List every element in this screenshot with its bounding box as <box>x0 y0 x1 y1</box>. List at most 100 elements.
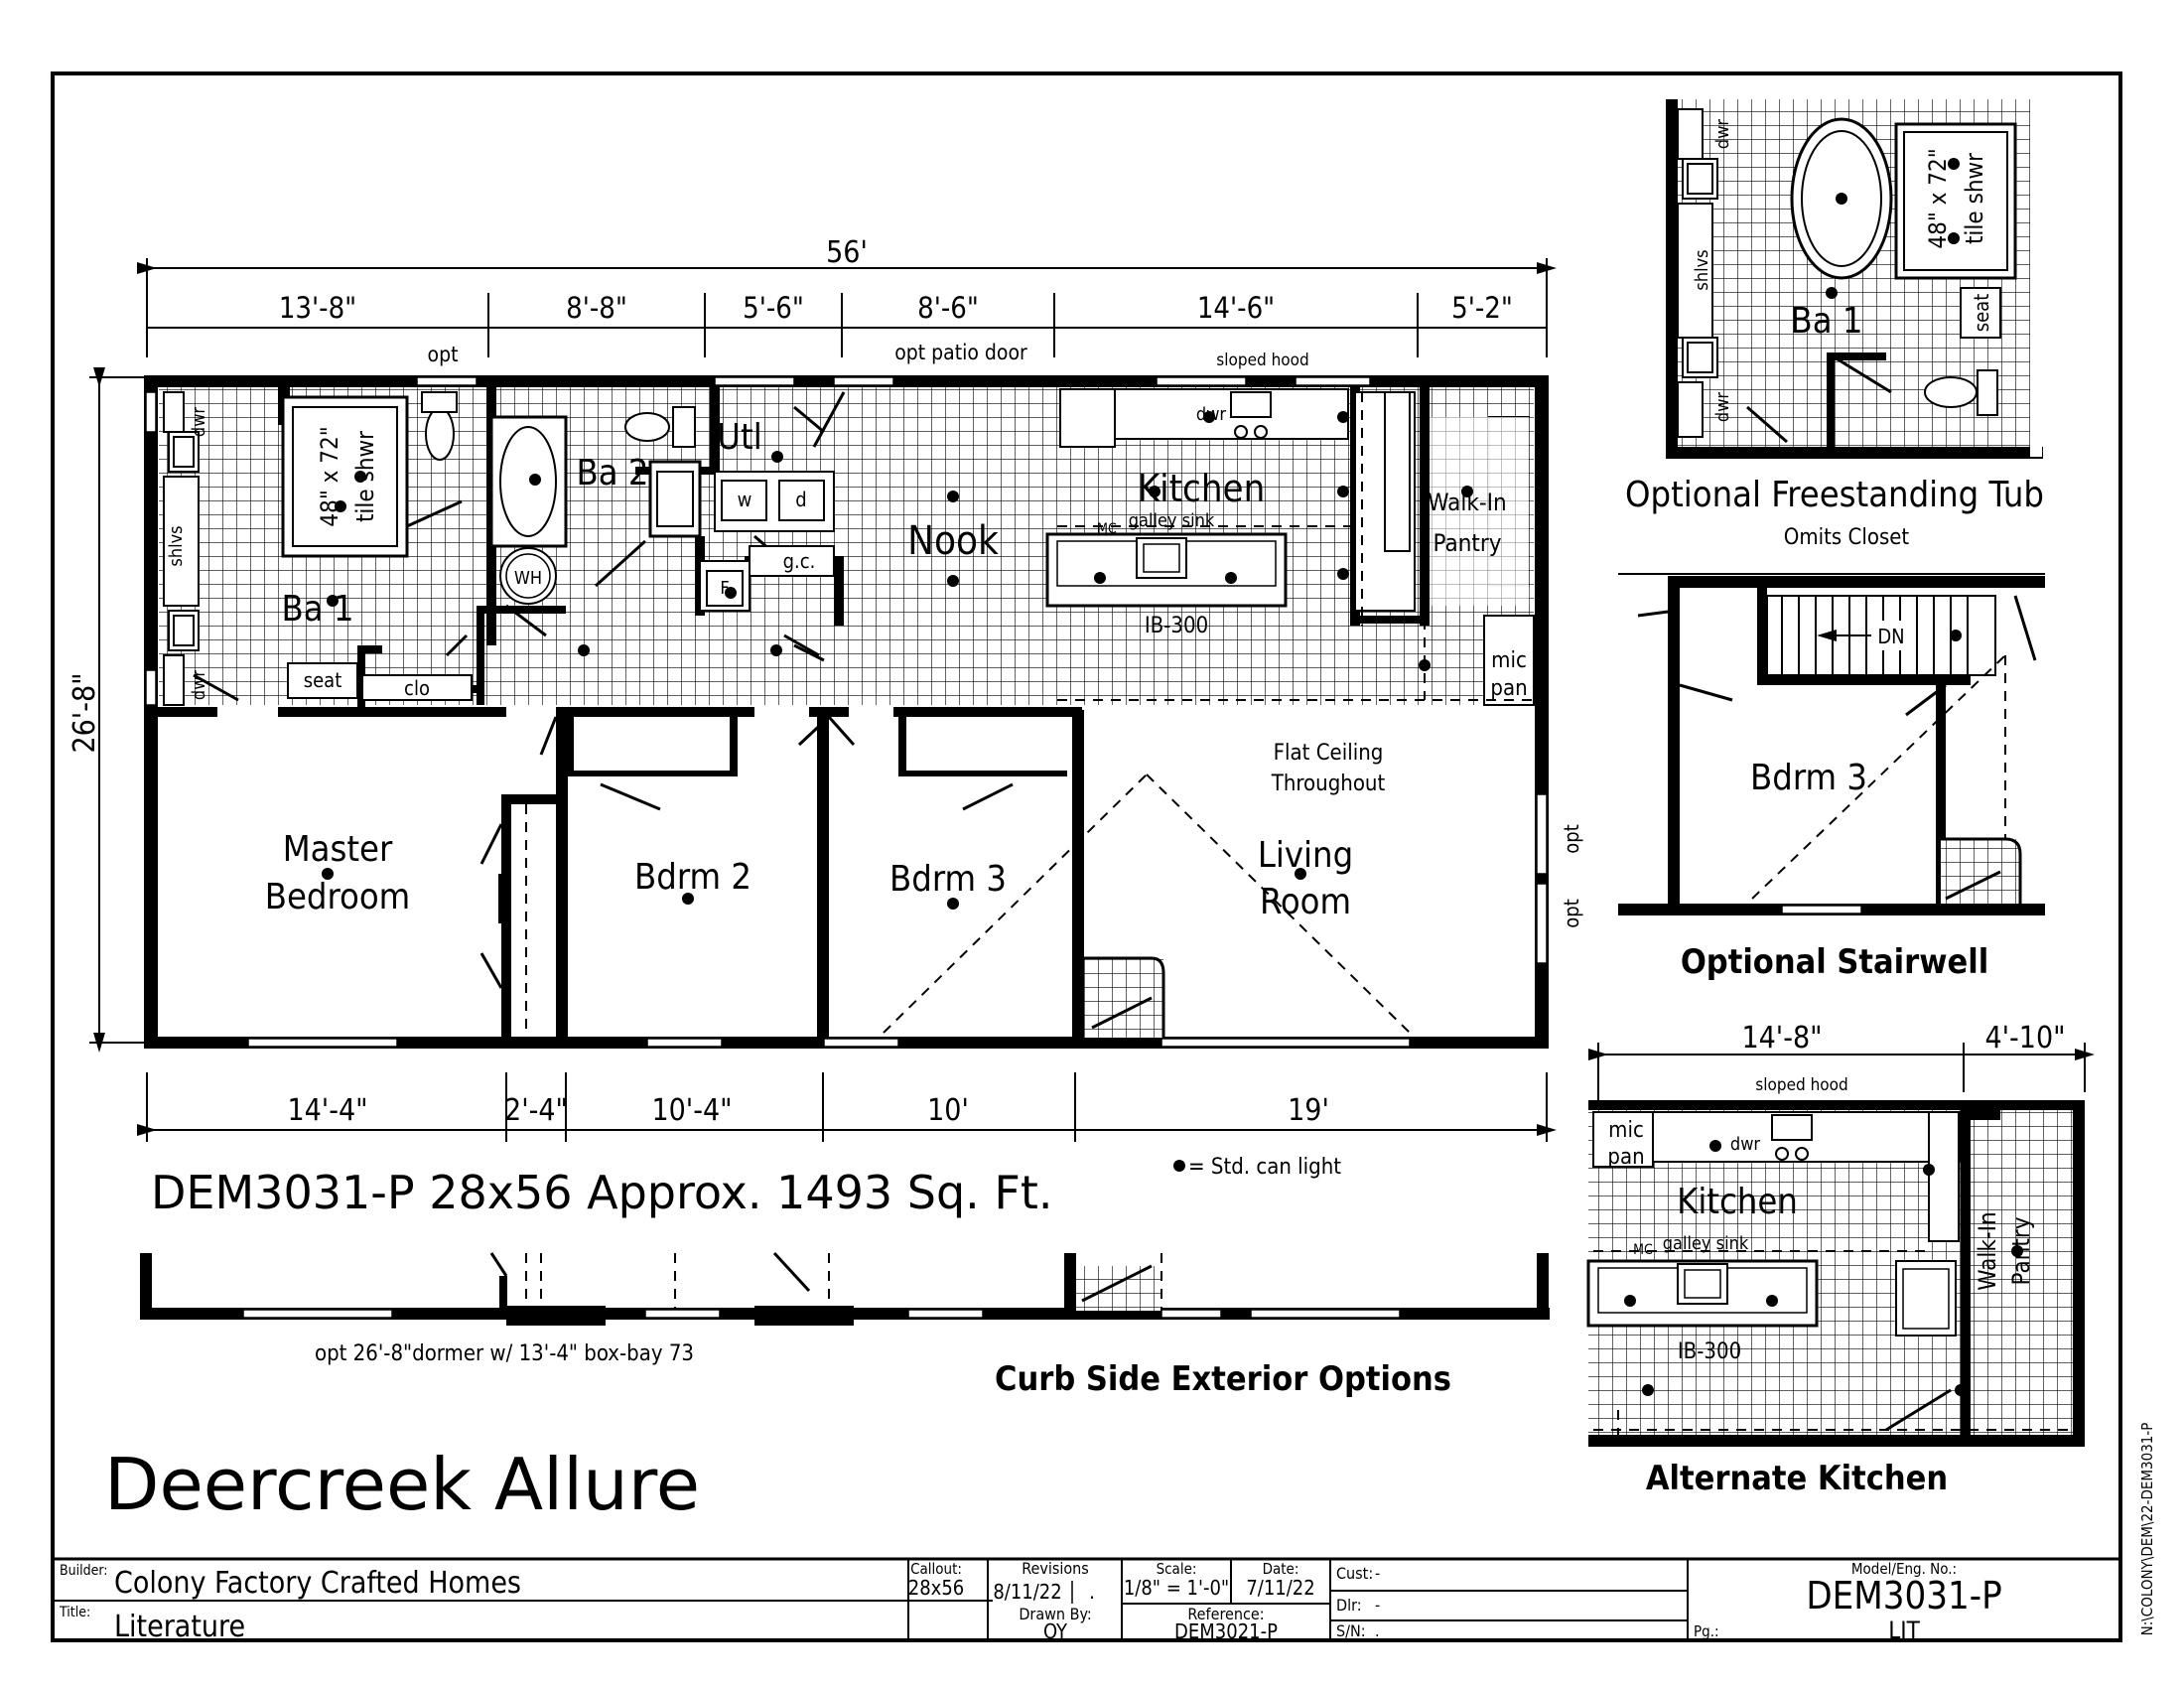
scale-value: 1/8" = 1'-0" <box>1124 1576 1229 1600</box>
reference-value: DEM3021-P <box>1174 1619 1278 1643</box>
callout-label: Callout: <box>910 1560 962 1578</box>
mic-label-1: mic <box>1491 648 1527 673</box>
top-dim-6: 5'-2" <box>1451 291 1513 325</box>
shower-label-1: 48" x 72" <box>316 426 343 526</box>
title-value: Literature <box>114 1610 245 1644</box>
opt-patio-label: opt patio door <box>894 341 1027 364</box>
plan-caption: DEM3031-P 28x56 Approx. 1493 Sq. Ft. <box>151 1166 1053 1219</box>
bottom-dimensions: 14'-4" 2'-4" 10'-4" 10' 19' <box>137 1072 1557 1142</box>
galley-sink-label: galley sink <box>1129 510 1215 531</box>
tub-seat: seat <box>1970 294 1993 333</box>
dlr-label: Dlr: <box>1336 1596 1362 1615</box>
curb-side-exterior <box>140 1251 1550 1326</box>
dn-label: DN <box>1877 625 1904 648</box>
alt-mic-1: mic <box>1608 1118 1644 1143</box>
bottom-dim-3: 10'-4" <box>651 1093 732 1128</box>
dwr-label-2: dwr <box>189 670 209 701</box>
mc-label: MC <box>1097 521 1117 537</box>
alt-sloped-hood: sloped hood <box>1755 1075 1847 1095</box>
tub-room-ba1: Ba 1 <box>1791 301 1863 342</box>
flat-ceiling-1: Flat Ceiling <box>1274 741 1384 766</box>
title-label: Title: <box>59 1605 90 1620</box>
seat-label: seat <box>304 668 342 692</box>
alt-mic-2: pan <box>1607 1145 1644 1170</box>
sheet-border <box>51 71 2122 1642</box>
alt-mc: MC <box>1633 1242 1653 1258</box>
alt-walkin-1: Walk-In <box>1974 1211 2001 1290</box>
tub-dwr-1: dwr <box>1712 119 1733 150</box>
revisions-label: Revisions <box>1022 1559 1089 1578</box>
shlvs-label: shlvs <box>166 525 187 566</box>
shower-label-2: tile shwr <box>351 431 379 522</box>
alt-galley-sink: galley sink <box>1663 1233 1749 1254</box>
room-living-2: Room <box>1260 882 1351 922</box>
inset-alternate-kitchen: 14'-8" 4'-10" sloped hood <box>1586 1021 2095 1447</box>
room-walkin-1: Walk-In <box>1428 489 1506 516</box>
drawn-label: Drawn By: <box>1019 1605 1091 1623</box>
dryer-label: d <box>795 488 806 511</box>
builder-value: Colony Factory Crafted Homes <box>114 1566 521 1601</box>
can-light-legend-icon <box>1173 1160 1185 1172</box>
drawn-value: OY <box>1043 1619 1068 1643</box>
model-value: DEM3031-P <box>1806 1574 2001 1618</box>
tub-subtitle: Omits Closet <box>1784 525 1910 550</box>
main-floor-plan: Ba 1 Ba 2 Utl Nook Kitchen Walk-In Pantr… <box>144 341 1583 1049</box>
room-ba1: Ba 1 <box>282 589 354 630</box>
room-master-2: Bedroom <box>265 877 410 917</box>
tub-title: Optional Freestanding Tub <box>1625 475 2044 515</box>
alt-walkin-2: Pantry <box>2007 1216 2035 1285</box>
gc-label: g.c. <box>783 549 816 573</box>
room-walkin-2: Pantry <box>1433 529 1502 557</box>
alt-dwr: dwr <box>1730 1134 1761 1155</box>
date-label: Date: <box>1263 1560 1299 1578</box>
tub-shower-1: 48" x 72" <box>1924 148 1952 248</box>
dwr-label-1: dwr <box>189 407 209 438</box>
top-dim-5: 14'-6" <box>1197 291 1275 325</box>
room-bdrm2: Bdrm 2 <box>634 857 751 898</box>
revisions-value: 8/11/22 <box>993 1580 1061 1604</box>
model-name: Deercreek Allure <box>104 1443 700 1526</box>
stair-bdrm3: Bdrm 3 <box>1750 758 1867 798</box>
room-ba2: Ba 2 <box>577 453 649 493</box>
room-living-1: Living <box>1258 835 1353 876</box>
sloped-hood-label: sloped hood <box>1216 351 1308 370</box>
inset-freestanding-tub: dwr dwr shlvs 48" x 72" tile shwr seat B… <box>1666 99 2043 459</box>
model-label: Model/Eng. No.: <box>1851 1560 1957 1578</box>
alt-kitchen-label: Kitchen <box>1677 1182 1798 1222</box>
utility-fixtures <box>699 471 835 612</box>
sn-label: S/N: <box>1336 1621 1366 1640</box>
room-utl: Utl <box>717 417 761 458</box>
exterior-title: Curb Side Exterior Options <box>995 1359 1451 1399</box>
tub-shower-2: tile shwr <box>1961 153 1988 244</box>
ba1-fixtures <box>163 391 473 706</box>
top-dim-2: 8'-8" <box>566 291 627 325</box>
alt-dim-2: 4'-10" <box>1984 1021 2065 1055</box>
cust-value: - <box>1375 1564 1380 1583</box>
stair-title: Optional Stairwell <box>1681 942 1988 982</box>
bottom-dim-5: 19' <box>1288 1093 1329 1128</box>
alt-dim-1: 14'-8" <box>1741 1021 1822 1055</box>
pg-label: Pg.: <box>1694 1622 1719 1640</box>
flat-ceiling-2: Throughout <box>1271 772 1386 796</box>
sn-value: . <box>1375 1621 1380 1640</box>
tub-shlvs: shlvs <box>1692 249 1712 290</box>
inset-stairwell: DN Bdrm 3 <box>1618 573 2045 915</box>
ib300-label: IB-300 <box>1145 614 1208 638</box>
top-dim-1: 13'-8" <box>279 291 356 325</box>
builder-label: Builder: <box>60 1563 108 1579</box>
scale-label: Scale: <box>1157 1560 1197 1578</box>
top-dim-3: 5'-6" <box>743 291 804 325</box>
room-bdrm3: Bdrm 3 <box>889 859 1007 900</box>
can-light-legend: = Std. can light <box>1188 1155 1341 1180</box>
alt-kitchen-title: Alternate Kitchen <box>1646 1459 1948 1498</box>
opt-side-1: opt <box>1560 824 1583 853</box>
bottom-dim-1: 14'-4" <box>287 1093 367 1128</box>
depth-dimension: 26'-8" <box>68 367 144 1053</box>
furnace-label: F <box>720 578 729 599</box>
ba2-fixtures <box>489 406 702 605</box>
reference-label: Reference: <box>1187 1605 1264 1623</box>
bottom-dim-2: 2'-4" <box>504 1093 568 1128</box>
can-lights <box>322 411 1473 910</box>
overall-width-label: 56' <box>826 235 868 270</box>
